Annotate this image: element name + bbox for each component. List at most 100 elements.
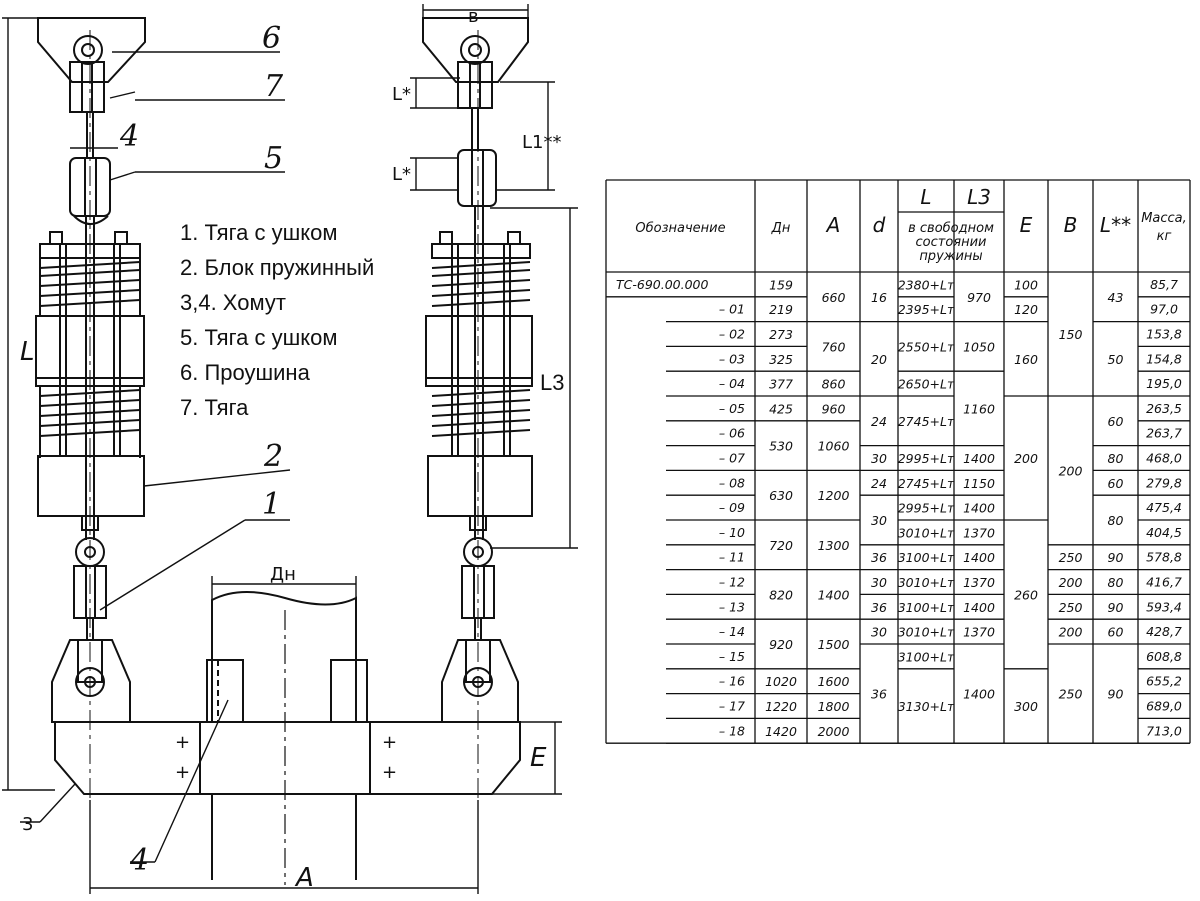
cell-l: 3130+Lт	[898, 699, 955, 714]
legend-item-1: 1. Тяга с ушком	[180, 220, 337, 245]
cell-mass: 655,2	[1146, 674, 1182, 689]
pipe-upper	[211, 590, 357, 722]
pipe-lower	[211, 794, 357, 880]
cell-l: 3010+Lт	[898, 525, 955, 540]
cell-lss: 60	[1108, 625, 1124, 640]
cell-l: 2395+Lт	[898, 302, 955, 317]
parts-legend: 1. Тяга с ушком 2. Блок пружинный 3,4. Х…	[180, 220, 374, 420]
cell-a: 1060	[818, 439, 850, 454]
cell-designation: – 08	[719, 475, 745, 490]
legend-item-2: 2. Блок пружинный	[180, 255, 374, 280]
cell-dn: 377	[769, 377, 793, 392]
cell-d: 36	[871, 600, 887, 615]
dim-label-l3: L3	[540, 370, 564, 395]
cell-dn: 325	[769, 352, 793, 367]
cell-mass: 154,8	[1146, 351, 1182, 366]
dimension-lines	[2, 4, 578, 894]
cell-d: 30	[871, 575, 887, 590]
cell-mass: 279,8	[1146, 475, 1182, 490]
dim-label-dn: Дн	[270, 564, 296, 585]
cell-mass: 689,0	[1146, 698, 1182, 713]
cell-a: 1800	[818, 699, 850, 714]
cell-designation: – 15	[719, 649, 745, 664]
cell-dn: 820	[769, 587, 793, 602]
cell-d: 20	[871, 352, 887, 367]
leader-label-2: 2	[263, 439, 283, 474]
cell-designation: – 14	[719, 624, 745, 639]
header-a: A	[825, 213, 841, 237]
cell-designation: – 13	[719, 599, 745, 614]
leader-label-4-bottom: 4	[129, 843, 149, 878]
leader-lines	[20, 51, 291, 863]
clamp-body	[54, 721, 521, 795]
cell-l: 3100+Lт	[898, 600, 955, 615]
cell-b: 200	[1059, 463, 1083, 478]
header-free-state-line: состоянии	[916, 235, 987, 250]
cell-designation: – 11	[719, 550, 745, 565]
header-d: d	[873, 213, 886, 237]
cell-lss: 60	[1108, 476, 1124, 491]
cell-designation: ТС-690.00.000	[616, 277, 708, 292]
cell-l3: 1160	[963, 401, 995, 416]
header-mass-line: Масса,	[1141, 211, 1187, 226]
cell-d: 36	[871, 687, 887, 702]
cell-a: 2000	[818, 724, 850, 739]
leader-label-3: 3	[22, 814, 33, 835]
cell-mass: 263,7	[1146, 426, 1182, 441]
cell-e: 260	[1014, 587, 1038, 602]
cell-dn: 159	[769, 277, 793, 292]
header-designation: Обозначение	[635, 221, 725, 236]
header-mass-line: кг	[1157, 229, 1172, 244]
dim-label-l: L	[20, 337, 35, 367]
cell-lss: 80	[1108, 513, 1124, 528]
cell-d: 16	[871, 290, 887, 305]
cell-a: 1200	[818, 488, 850, 503]
svg-text:+: +	[175, 762, 190, 783]
cell-l: 2995+Lт	[898, 451, 955, 466]
cell-b: 250	[1059, 687, 1083, 702]
cell-lss: 90	[1108, 600, 1124, 615]
cell-lss: 90	[1108, 687, 1124, 702]
cell-mass: 428,7	[1146, 624, 1182, 639]
cell-dn: 1020	[765, 674, 797, 689]
cell-designation: – 16	[719, 674, 745, 689]
cell-l: 2380+Lт	[898, 277, 955, 292]
cell-b: 250	[1059, 550, 1083, 565]
cell-lss: 50	[1108, 352, 1124, 367]
cell-l3: 1400	[963, 451, 995, 466]
cell-d: 30	[871, 451, 887, 466]
cell-l3: 1370	[963, 575, 995, 590]
dim-label-e: E	[530, 743, 547, 773]
cell-mass: 195,0	[1146, 376, 1182, 391]
cell-mass: 263,5	[1146, 401, 1182, 416]
cell-b: 250	[1059, 600, 1083, 615]
svg-text:+: +	[382, 762, 397, 783]
header-free-state-line: пружины	[919, 249, 982, 264]
cell-d: 24	[871, 414, 887, 429]
header-l3: L3	[967, 185, 991, 209]
legend-item-4: 5. Тяга с ушком	[180, 325, 337, 350]
cell-l: 3100+Lт	[898, 550, 955, 565]
dim-label-l-star-mid: L*	[392, 164, 411, 185]
dim-label-l-star-top: L*	[392, 84, 411, 105]
cell-a: 1500	[818, 637, 850, 652]
cell-a: 660	[822, 290, 846, 305]
cell-mass: 578,8	[1146, 550, 1182, 565]
table-grid	[605, 179, 1191, 744]
dim-label-b: в	[468, 6, 479, 27]
cell-designation: – 09	[719, 500, 745, 515]
cell-e: 120	[1014, 302, 1038, 317]
cell-l: 2745+Lт	[898, 476, 955, 491]
cell-mass: 468,0	[1146, 450, 1182, 465]
cell-mass: 608,8	[1146, 649, 1182, 664]
cell-a: 1300	[818, 538, 850, 553]
cell-l3: 1050	[963, 339, 995, 354]
cell-dn: 720	[769, 538, 793, 553]
cell-mass: 97,0	[1150, 302, 1178, 317]
cell-mass: 475,4	[1146, 500, 1182, 515]
cell-designation: – 07	[719, 450, 745, 465]
header-dn: Дн	[771, 221, 791, 236]
dim-label-l1: L1**	[522, 132, 561, 153]
cell-l3: 1400	[963, 550, 995, 565]
